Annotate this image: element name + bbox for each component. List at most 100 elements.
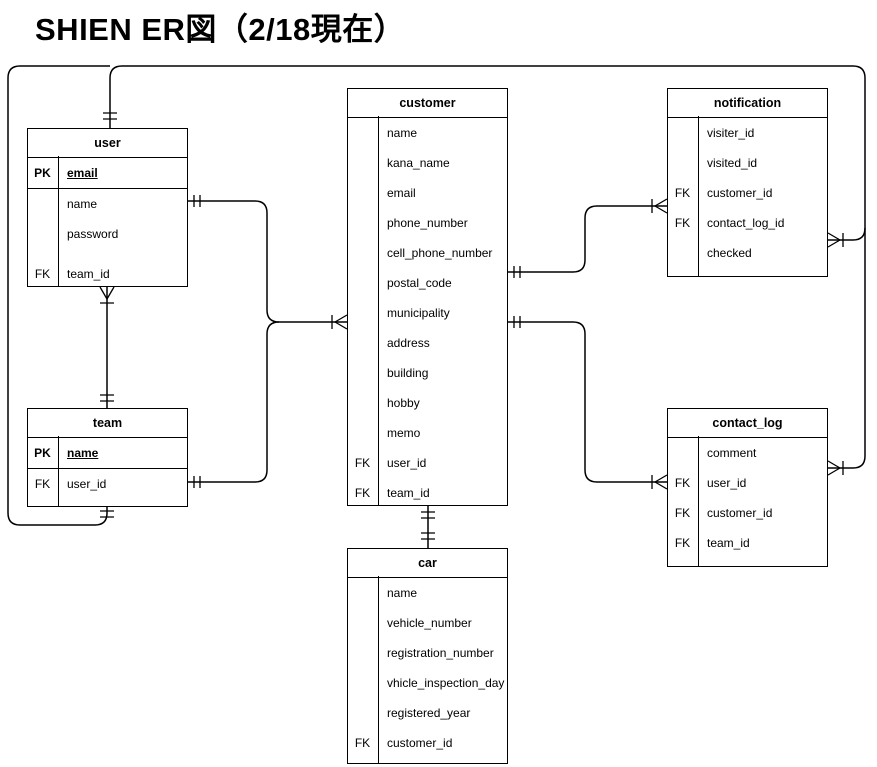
field-name: name bbox=[67, 446, 99, 460]
rel-customer-contact-log-line bbox=[508, 321, 667, 483]
field-name: customer_id bbox=[707, 506, 773, 520]
table-row: postal_code bbox=[348, 268, 507, 298]
table-row: email bbox=[348, 178, 507, 208]
one-ticks-marker bbox=[421, 532, 435, 540]
rel-team-customer bbox=[188, 321, 280, 488]
field-name: comment bbox=[707, 446, 757, 460]
entity-car: car name vehicle_number registration_num… bbox=[347, 548, 508, 764]
field-name: email bbox=[387, 186, 416, 200]
field-name: hobby bbox=[387, 396, 420, 410]
table-row: name bbox=[28, 189, 187, 219]
key-label: FK bbox=[354, 486, 371, 500]
table-row: phone_number bbox=[348, 208, 507, 238]
table-row: address bbox=[348, 328, 507, 358]
key-label: FK bbox=[354, 736, 371, 750]
field-name: contact_log_id bbox=[707, 216, 785, 230]
branch-line bbox=[828, 227, 866, 241]
key-label: FK bbox=[674, 186, 691, 200]
rel-customer-car bbox=[421, 506, 435, 548]
field-name: cell_phone_number bbox=[387, 246, 493, 260]
field-name: building bbox=[387, 366, 429, 380]
field-name: name bbox=[67, 197, 98, 211]
field-name: visiter_id bbox=[707, 126, 755, 140]
field-name: team_id bbox=[67, 267, 110, 281]
field-name: name bbox=[387, 126, 418, 140]
field-name: customer_id bbox=[707, 186, 773, 200]
rel-team-user bbox=[99, 286, 115, 408]
table-row: FK user_id bbox=[28, 469, 187, 499]
key-label: FK bbox=[354, 456, 371, 470]
entity-user: user PK email name password FK team_id bbox=[27, 128, 188, 287]
table-row: FK team_id bbox=[348, 478, 507, 508]
entity-title: user bbox=[28, 129, 187, 158]
crowfoot-many-marker bbox=[651, 198, 668, 214]
rel-team-customer-line bbox=[188, 321, 280, 483]
table-row: PK name bbox=[28, 438, 187, 469]
table-row: cell_phone_number bbox=[348, 238, 507, 268]
table-row: vehicle_number bbox=[348, 608, 507, 638]
entity-contact-log: contact_log comment FK user_id FK custom… bbox=[667, 408, 828, 567]
one-ticks-marker bbox=[193, 476, 201, 488]
key-label: FK bbox=[674, 536, 691, 550]
entity-title: customer bbox=[348, 89, 507, 118]
table-row: memo bbox=[348, 418, 507, 448]
table-row: visited_id bbox=[668, 148, 827, 178]
entity-title: car bbox=[348, 549, 507, 578]
one-ticks-marker bbox=[100, 510, 114, 518]
field-name: address bbox=[387, 336, 430, 350]
key-label: FK bbox=[674, 216, 691, 230]
field-name: vhicle_inspection_day bbox=[387, 676, 505, 690]
rel-customer-notification-line bbox=[508, 205, 667, 273]
key-column-divider bbox=[697, 435, 699, 566]
key-label: FK bbox=[674, 476, 691, 490]
rel-user-customer bbox=[188, 195, 348, 330]
field-name: name bbox=[387, 586, 418, 600]
table-row: vhicle_inspection_day bbox=[348, 668, 507, 698]
key-label: FK bbox=[34, 477, 51, 491]
table-row: FK customer_id bbox=[348, 728, 507, 758]
field-name: kana_name bbox=[387, 156, 450, 170]
table-row: kana_name bbox=[348, 148, 507, 178]
rel-user-customer-line bbox=[188, 200, 347, 323]
entity-customer: customer name kana_name email phone_numb… bbox=[347, 88, 508, 506]
key-column-divider bbox=[377, 575, 379, 763]
table-row: FK user_id bbox=[668, 468, 827, 498]
one-ticks-marker bbox=[100, 394, 114, 402]
field-name: user_id bbox=[67, 477, 107, 491]
table-row: name bbox=[348, 578, 507, 608]
entity-title: contact_log bbox=[668, 409, 827, 438]
table-row: registration_number bbox=[348, 638, 507, 668]
table-row: FK customer_id bbox=[668, 498, 827, 528]
table-row: name bbox=[348, 118, 507, 148]
field-name: registration_number bbox=[387, 646, 494, 660]
key-column-divider bbox=[377, 115, 379, 505]
field-name: municipality bbox=[387, 306, 450, 320]
one-ticks-marker bbox=[421, 511, 435, 519]
crowfoot-many-marker bbox=[827, 460, 844, 476]
table-row: FK customer_id bbox=[668, 178, 827, 208]
field-name: email bbox=[67, 166, 98, 180]
table-row: visiter_id bbox=[668, 118, 827, 148]
field-name: phone_number bbox=[387, 216, 468, 230]
table-row: FK team_id bbox=[28, 259, 187, 289]
table-row: municipality bbox=[348, 298, 507, 328]
table-row: FK team_id bbox=[668, 528, 827, 558]
field-name: team_id bbox=[387, 486, 430, 500]
rel-loop-notification-branch bbox=[827, 227, 866, 248]
field-name: user_id bbox=[387, 456, 427, 470]
table-row: registered_year bbox=[348, 698, 507, 728]
entity-notification: notification visiter_id visited_id FK cu… bbox=[667, 88, 828, 277]
table-row: hobby bbox=[348, 388, 507, 418]
key-column-divider bbox=[57, 435, 59, 506]
one-ticks-marker bbox=[103, 112, 117, 120]
table-row: password bbox=[28, 219, 187, 249]
table-row: PK email bbox=[28, 158, 187, 189]
key-label: PK bbox=[34, 166, 51, 180]
table-row: FK contact_log_id bbox=[668, 208, 827, 238]
crowfoot-many-marker bbox=[651, 474, 668, 490]
field-name: team_id bbox=[707, 536, 750, 550]
crowfoot-many-marker bbox=[331, 314, 348, 330]
field-name: postal_code bbox=[387, 276, 452, 290]
field-name: password bbox=[67, 227, 119, 241]
